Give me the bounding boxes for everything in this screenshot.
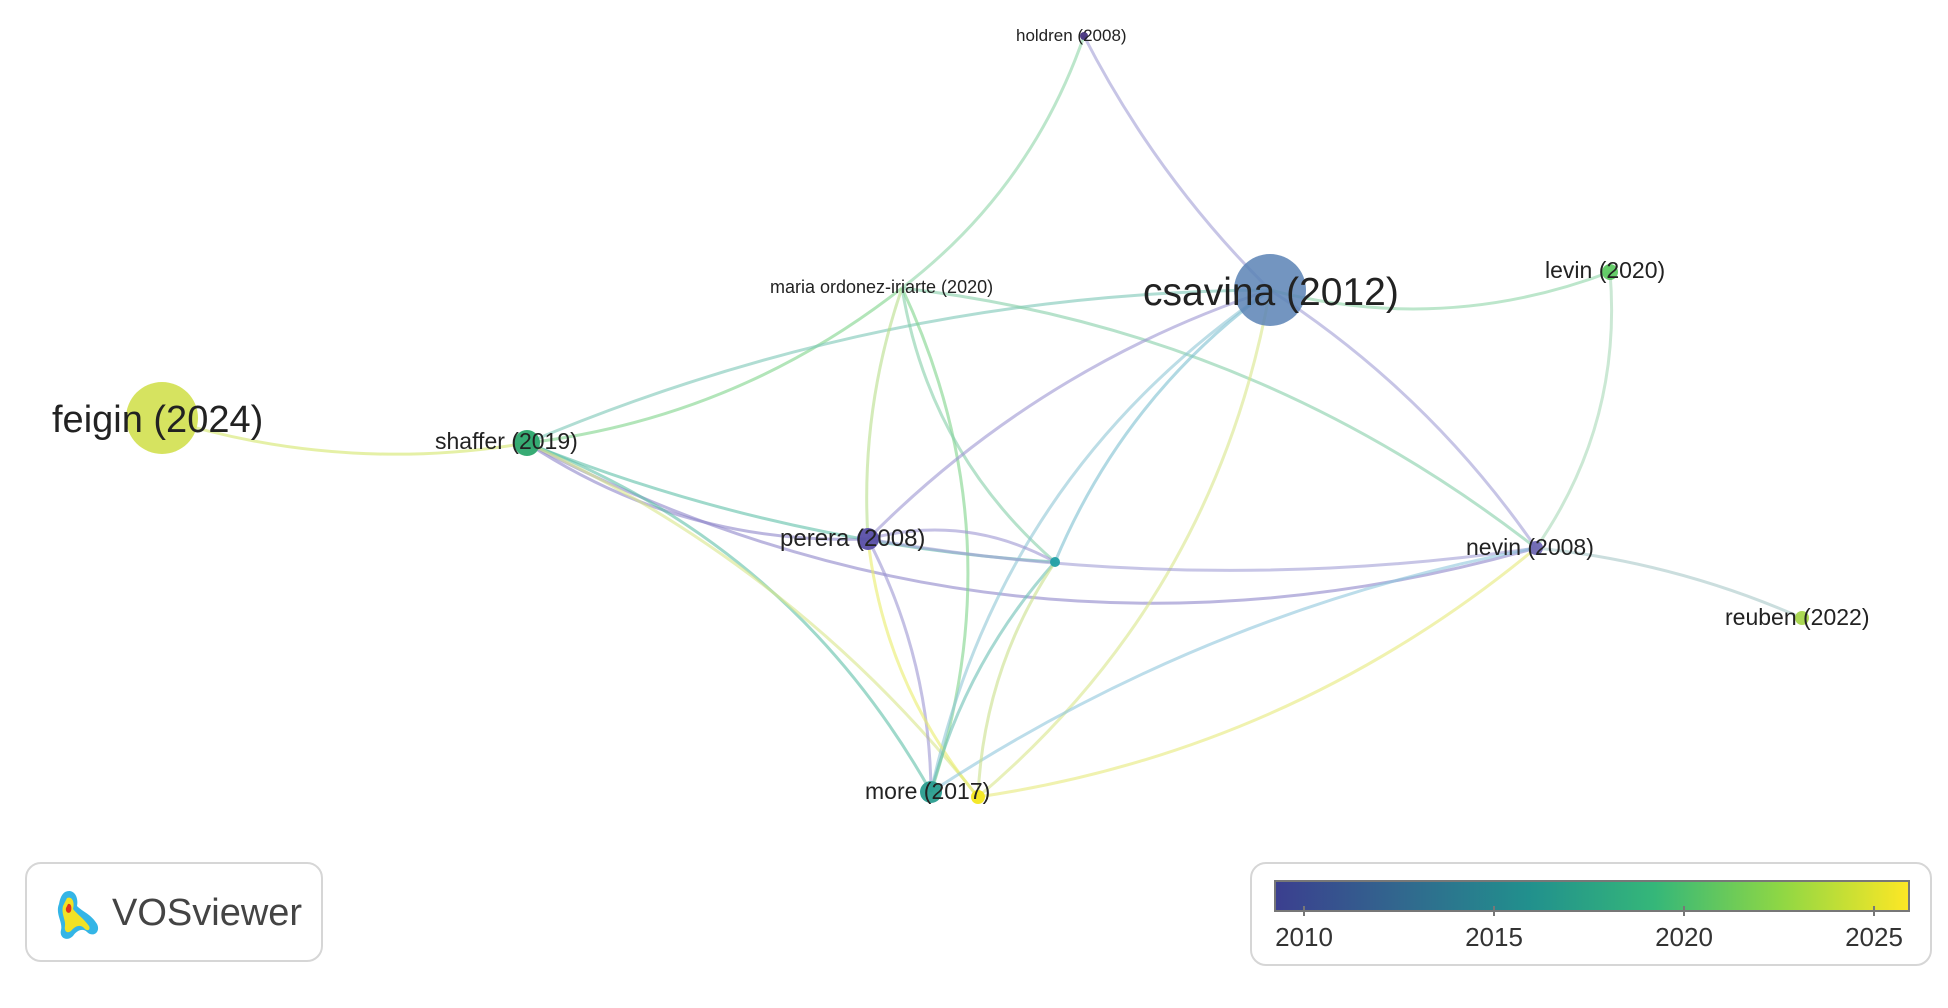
node-more2[interactable]: [971, 790, 985, 804]
node-shaffer[interactable]: [514, 430, 540, 456]
link-shaffer-maria: [526, 286, 903, 445]
scale-tick: [1303, 906, 1305, 916]
link-perera-hub: [867, 528, 1056, 564]
node-feigin[interactable]: [126, 382, 198, 454]
node-csavina[interactable]: [1234, 254, 1306, 326]
node-reuben[interactable]: [1795, 611, 1809, 625]
link-maria-hub: [900, 287, 1056, 564]
node-label-levin: levin (2020): [1545, 257, 1665, 283]
link-maria-perera: [865, 287, 904, 540]
color-gradient-bar: [1274, 880, 1910, 912]
node-label-holdren: holdren (2008): [1016, 26, 1127, 45]
node-label-nevin: nevin (2008): [1466, 534, 1594, 560]
link-csavina-levin: [1269, 270, 1611, 311]
link-feigin-shaffer: [161, 416, 528, 456]
link-shaffer-more2: [526, 441, 980, 798]
node-label-feigin: feigin (2024): [52, 399, 263, 441]
scale-tick-label: 2020: [1655, 922, 1713, 952]
vosviewer-logo: VOSviewer: [25, 862, 323, 962]
scale-tick-label: 2015: [1465, 922, 1523, 952]
scale-tick: [1493, 906, 1495, 916]
node-levin[interactable]: [1602, 264, 1618, 280]
node-label-maria: maria ordonez-iriarte (2020): [770, 277, 993, 297]
vosviewer-logo-icon: [57, 890, 99, 939]
node-label-reuben: reuben (2022): [1725, 604, 1870, 630]
link-maria-nevin: [901, 286, 1537, 550]
node-holdren[interactable]: [1080, 32, 1088, 40]
link-csavina-nevin: [1269, 288, 1538, 549]
scale-tick: [1683, 906, 1685, 916]
link-nevin-more2: [977, 546, 1537, 799]
link-perera-more2: [866, 538, 980, 798]
link-csavina-more: [929, 288, 1271, 793]
link-shaffer-nevin: [526, 441, 1537, 605]
nodes-layer: [126, 32, 1809, 804]
color-scale-legend: 2010 2015 2020 2025: [1250, 862, 1932, 966]
node-hub[interactable]: [1050, 557, 1060, 567]
link-maria-holdren: [901, 35, 1086, 290]
node-label-shaffer: shaffer (2019): [435, 428, 578, 454]
link-csavina-hub: [1053, 288, 1271, 563]
labels-layer: holdren (2008) csavina (2012) maria ordone…: [52, 26, 1870, 804]
link-hub-more: [929, 560, 1057, 793]
node-label-perera: perera (2008): [780, 525, 925, 552]
node-perera[interactable]: [857, 528, 879, 550]
scale-tick-label: 2025: [1845, 922, 1903, 952]
scale-tick-label: 2010: [1275, 922, 1333, 952]
link-nevin-reuben: [1535, 546, 1803, 620]
link-csavina-holdren: [1082, 35, 1272, 292]
scale-tick: [1873, 906, 1875, 916]
node-label-csavina: csavina (2012): [1143, 271, 1399, 314]
link-shaffer-csavina: [526, 288, 1271, 445]
node-nevin[interactable]: [1529, 541, 1543, 555]
vosviewer-logo-text: VOSviewer: [112, 892, 303, 934]
links-layer: [161, 35, 1803, 799]
link-hub-more2: [976, 561, 1057, 798]
link-csavina-perera: [866, 288, 1271, 541]
link-perera-nevin: [867, 537, 1537, 572]
node-label-more: more (2017): [865, 778, 990, 804]
link-csavina-more2: [977, 289, 1272, 799]
node-more[interactable]: [920, 781, 942, 803]
link-nevin-levin: [1534, 271, 1614, 549]
link-nevin-more: [930, 546, 1537, 794]
link-perera-more: [866, 538, 933, 793]
link-shaffer-more: [526, 441, 933, 793]
